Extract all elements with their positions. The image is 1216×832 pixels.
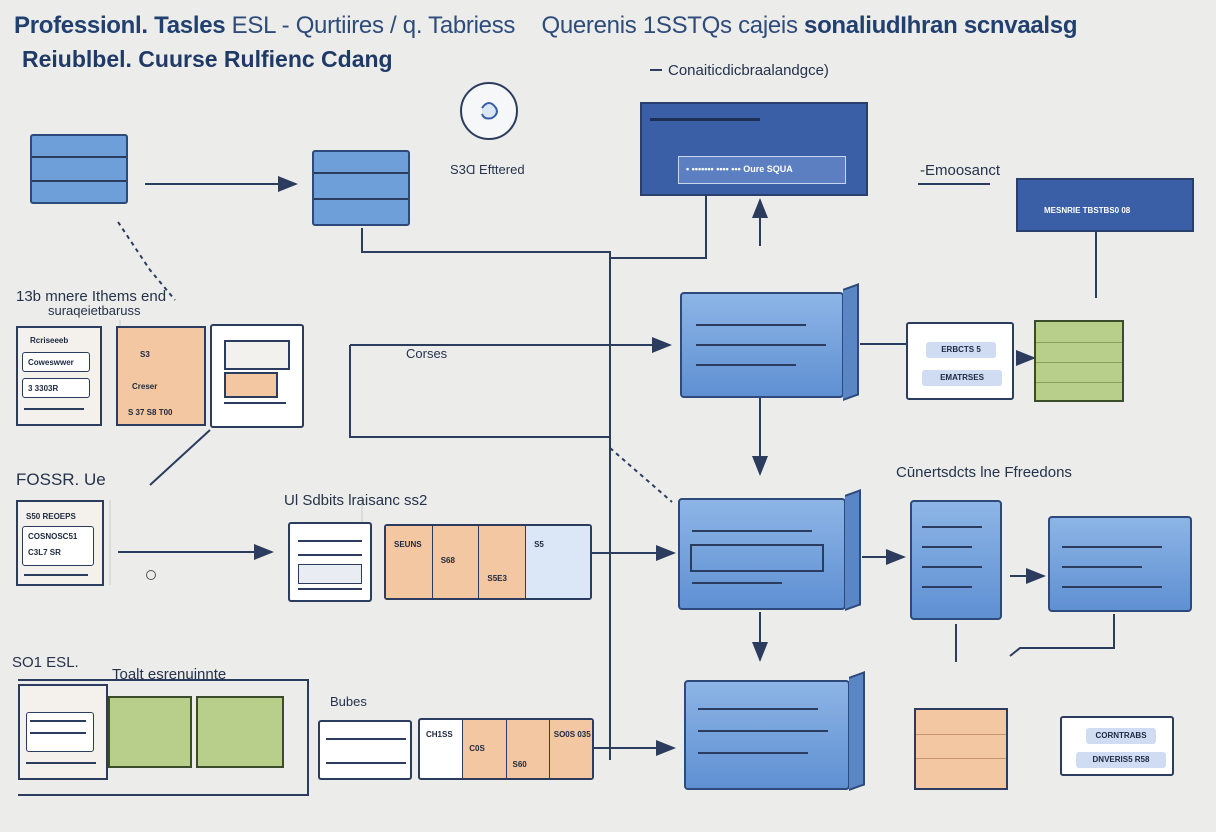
subs-label: Ul Sdbits lraisanc ss2 [284, 492, 428, 509]
trunk-line [361, 228, 611, 760]
output-box[interactable]: CORNTRABS DNVERIS5 R58 [1060, 716, 1174, 776]
result-box-right[interactable]: MESNRIE TBSTBS0 08 [1016, 178, 1194, 232]
tables-group-label: 13b mnere Ithems end [16, 288, 167, 305]
table-mid[interactable]: SEUNS S68 S5E3 S5 [384, 524, 592, 600]
sql-filtered-label: S3Ɑ Efttered [450, 162, 525, 177]
query-box-top[interactable]: • ••••••• •••• ••• Oure SQUA [640, 102, 868, 196]
total-group-label: Toalt esrenuinnte [112, 666, 227, 683]
card-bottom-2[interactable] [108, 696, 192, 768]
row-box-left[interactable] [288, 522, 372, 602]
tables-group-sublabel: suraqeietbaruss [48, 303, 141, 318]
courses-label: Corses [406, 346, 448, 361]
cube-conv-2[interactable] [1048, 516, 1192, 612]
peach-result-box[interactable] [914, 708, 1008, 790]
page-subtitle: Reiublbel. Cuurse Rulfienc Cdang [22, 46, 393, 72]
fossr-label: FOSSR. Ue [16, 470, 106, 489]
card-bottom-1[interactable] [18, 684, 108, 780]
card-bottom-3[interactable] [196, 696, 284, 768]
green-result-box[interactable] [1034, 320, 1124, 402]
row-box-bottom[interactable] [318, 720, 412, 780]
table-block-1[interactable] [30, 134, 128, 204]
small-circle-icon [146, 570, 156, 580]
card-fossr[interactable]: S50 REOEPS COSNOSC51 C3L7 SR [16, 500, 104, 586]
sd-es-label: SO1 ESL. [12, 654, 79, 671]
card-left-2[interactable]: S3 Creser S 37 S8 T00 [116, 326, 206, 426]
bubes-label: Bubes [330, 694, 367, 709]
card-left-1[interactable]: Rcriseeeb Coweswwer 3 3303R [16, 326, 102, 426]
table-bottom[interactable]: CH1SS C0S S60 SO0S 035 [418, 718, 594, 780]
emoosanct-label: -Emoosanct [920, 162, 1001, 179]
cube-total[interactable] [684, 680, 850, 790]
database-icon [460, 82, 518, 140]
conversions-label: Cūnertsdcts lne Ffreedons [896, 464, 1072, 481]
connector-top-label: Conaiticdicbraalandgce) [668, 62, 829, 79]
page-title: Professionl. Tasles ESL - Qurtiires / q.… [14, 12, 1078, 39]
table-block-2[interactable] [312, 150, 410, 226]
cube-courses[interactable] [680, 292, 844, 398]
cube-subs[interactable] [678, 498, 846, 610]
card-left-3[interactable] [210, 324, 304, 428]
filter-box[interactable]: ERBCTS 5 EMATRSES [906, 322, 1014, 400]
cube-conv-1[interactable] [910, 500, 1002, 620]
